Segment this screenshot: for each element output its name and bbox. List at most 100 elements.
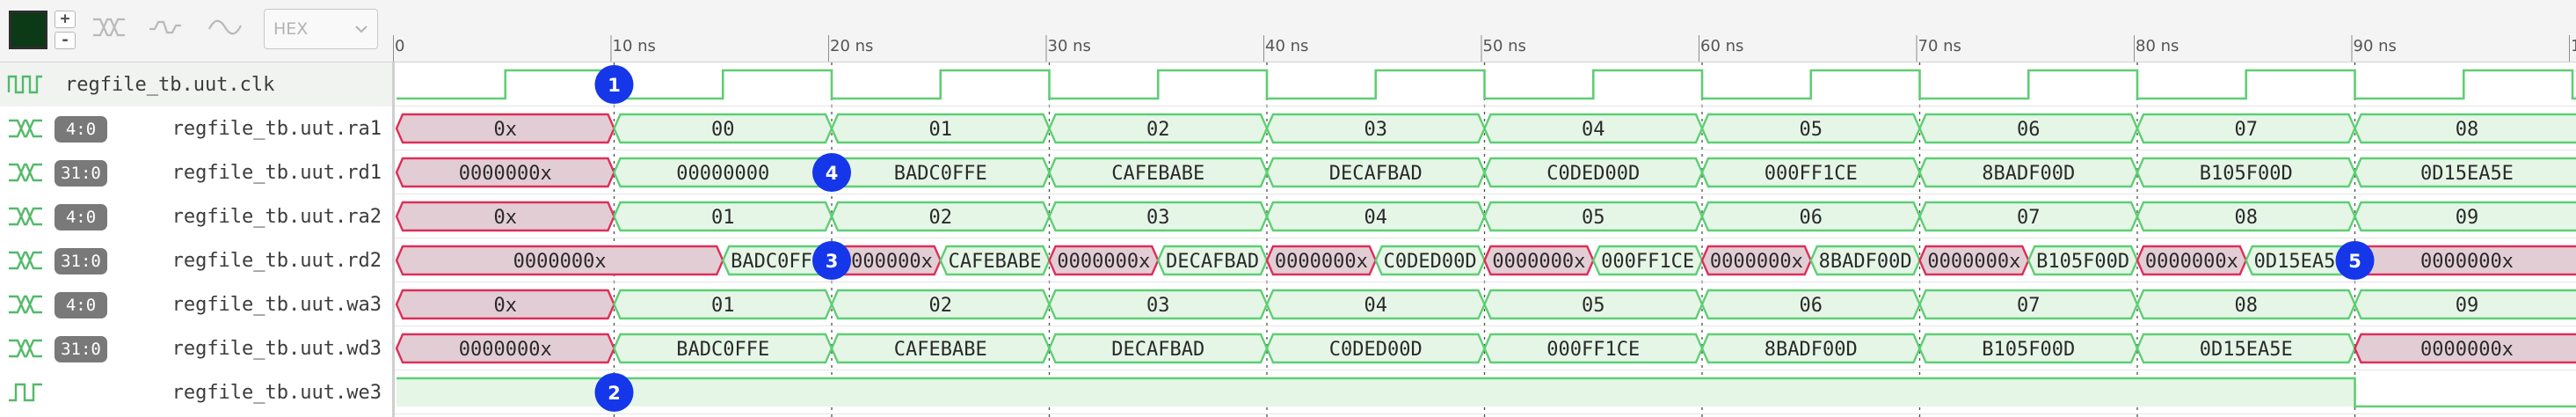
segment-value: 0000000x [2145, 251, 2238, 273]
segment-value: 0000000x [459, 339, 552, 361]
segment-value: 04 [1364, 295, 1388, 317]
segment-value: 04 [1582, 119, 1605, 141]
segment-value: DECAFBAD [1111, 339, 1204, 361]
segment-value: DECAFBAD [1329, 163, 1423, 185]
bus-format-button[interactable] [84, 9, 134, 49]
analog-smooth-button[interactable] [200, 9, 250, 49]
segment-value: 03 [1146, 207, 1170, 229]
segment-value: 000FF1CE [1601, 251, 1694, 273]
segment-value: 0000000x [1057, 251, 1150, 273]
bus-icon [7, 249, 44, 275]
toolbar: + - HEX [0, 0, 2576, 62]
segment-value: 06 [2017, 119, 2041, 141]
ruler-label: 60 ns [1700, 37, 1743, 55]
bit-width-badge: 31:0 [55, 336, 107, 362]
segment-value: 0x [494, 207, 518, 229]
segment-value: 01 [711, 295, 735, 317]
value-segment[interactable] [2354, 289, 2576, 320]
segment-value: 8BADF00D [1765, 339, 1858, 361]
value-segment[interactable] [2354, 113, 2576, 144]
signal-row[interactable]: regfile_tb.uut.clk [0, 62, 392, 106]
value-segment[interactable] [2354, 201, 2576, 232]
ruler-label: 70 ns [1918, 37, 1961, 55]
segment-value: 07 [2017, 207, 2041, 229]
marker-badge[interactable] [594, 373, 634, 412]
segment-value: 07 [2017, 295, 2041, 317]
segment-value: 0D15EA5E [2420, 163, 2514, 185]
radix-select-value: HEX [273, 19, 309, 39]
segment-value: 03 [1146, 295, 1170, 317]
wave-color-swatch[interactable] [9, 11, 47, 49]
signal-row[interactable]: 4:0 regfile_tb.uut.ra1 [0, 106, 392, 150]
bit-width-badge: 4:0 [55, 116, 107, 143]
marker-badge[interactable] [812, 241, 851, 280]
zoom-out-button[interactable]: - [55, 32, 76, 49]
marker-label: 2 [608, 383, 621, 404]
segment-value: C0DED00D [1329, 339, 1423, 361]
value-segment[interactable] [2354, 157, 2576, 188]
high-level-fill [397, 378, 2355, 406]
segment-value: 09 [2456, 295, 2479, 317]
grid [395, 62, 2576, 417]
segment-value: 0000000x [459, 163, 552, 185]
segment-value: 06 [1800, 295, 1823, 317]
segment-value: 06 [1800, 207, 1823, 229]
segment-value: 0000000x [1710, 251, 1803, 273]
segment-value: 01 [711, 207, 735, 229]
segment-value: 0000000x [1492, 251, 1585, 273]
segment-value: 07 [2235, 119, 2259, 141]
segment-value: 0000000x [1275, 251, 1368, 273]
clock-trace[interactable] [397, 69, 2576, 100]
segment-value: 0D15EA5E [2254, 251, 2347, 273]
ruler-label: 90 ns [2354, 37, 2397, 55]
signal-name: regfile_tb.uut.ra1 [171, 118, 382, 140]
bus-icon [7, 161, 44, 187]
signal-name: regfile_tb.uut.ra2 [171, 206, 382, 228]
ruler-label: 20 ns [830, 37, 873, 55]
bit-width-badge: 31:0 [55, 248, 107, 274]
ruler-label: 30 ns [1048, 37, 1091, 55]
segment-value: B105F00D [1982, 339, 2075, 361]
marker-badge[interactable] [594, 65, 634, 104]
segment-value: C0DED00D [1384, 251, 1477, 273]
signal-row[interactable]: regfile_tb.uut.we3 [0, 370, 392, 414]
ruler-label: 10 ns [613, 37, 656, 55]
segment-value: C0DED00D [1546, 163, 1640, 185]
marker-badge[interactable] [812, 153, 851, 192]
signal-name: regfile_tb.uut.we3 [171, 382, 382, 404]
segment-value: 0000000x [2420, 339, 2514, 361]
segment-value: 05 [1582, 295, 1605, 317]
radix-select[interactable]: HEX [264, 9, 378, 49]
bit-width-badge: 4:0 [55, 292, 107, 318]
pane-divider[interactable] [392, 62, 395, 417]
segment-value: 08 [2235, 207, 2259, 229]
segment-value: 05 [1800, 119, 1823, 141]
bit-trace[interactable] [397, 377, 2576, 408]
signal-name: regfile_tb.uut.clk [65, 74, 275, 96]
segment-value: CAFEBABE [894, 339, 987, 361]
signal-name: regfile_tb.uut.wa3 [171, 294, 382, 316]
segment-value: 00 [711, 119, 735, 141]
signal-row[interactable]: 4:0 regfile_tb.uut.wa3 [0, 282, 392, 326]
marker-badge[interactable] [2335, 241, 2375, 280]
zoom-in-button[interactable]: + [55, 11, 76, 28]
marker-label: 5 [2348, 251, 2361, 272]
segment-value: CAFEBABE [1111, 163, 1204, 185]
undefined-segment[interactable] [2354, 333, 2576, 364]
segment-value: 0x [494, 295, 518, 317]
segment-value: 000FF1CE [1765, 163, 1858, 185]
segment-value: 01 [929, 119, 953, 141]
ruler-label: 0 [395, 37, 404, 55]
analog-step-button[interactable] [141, 9, 190, 49]
signal-list: regfile_tb.uut.clk 4:0 regfile_tb.uut.ra1 3… [0, 62, 392, 417]
analog-smooth-icon [207, 17, 243, 41]
segment-value: 000FF1CE [1546, 339, 1640, 361]
segment-value: 0000000x [2420, 251, 2514, 273]
